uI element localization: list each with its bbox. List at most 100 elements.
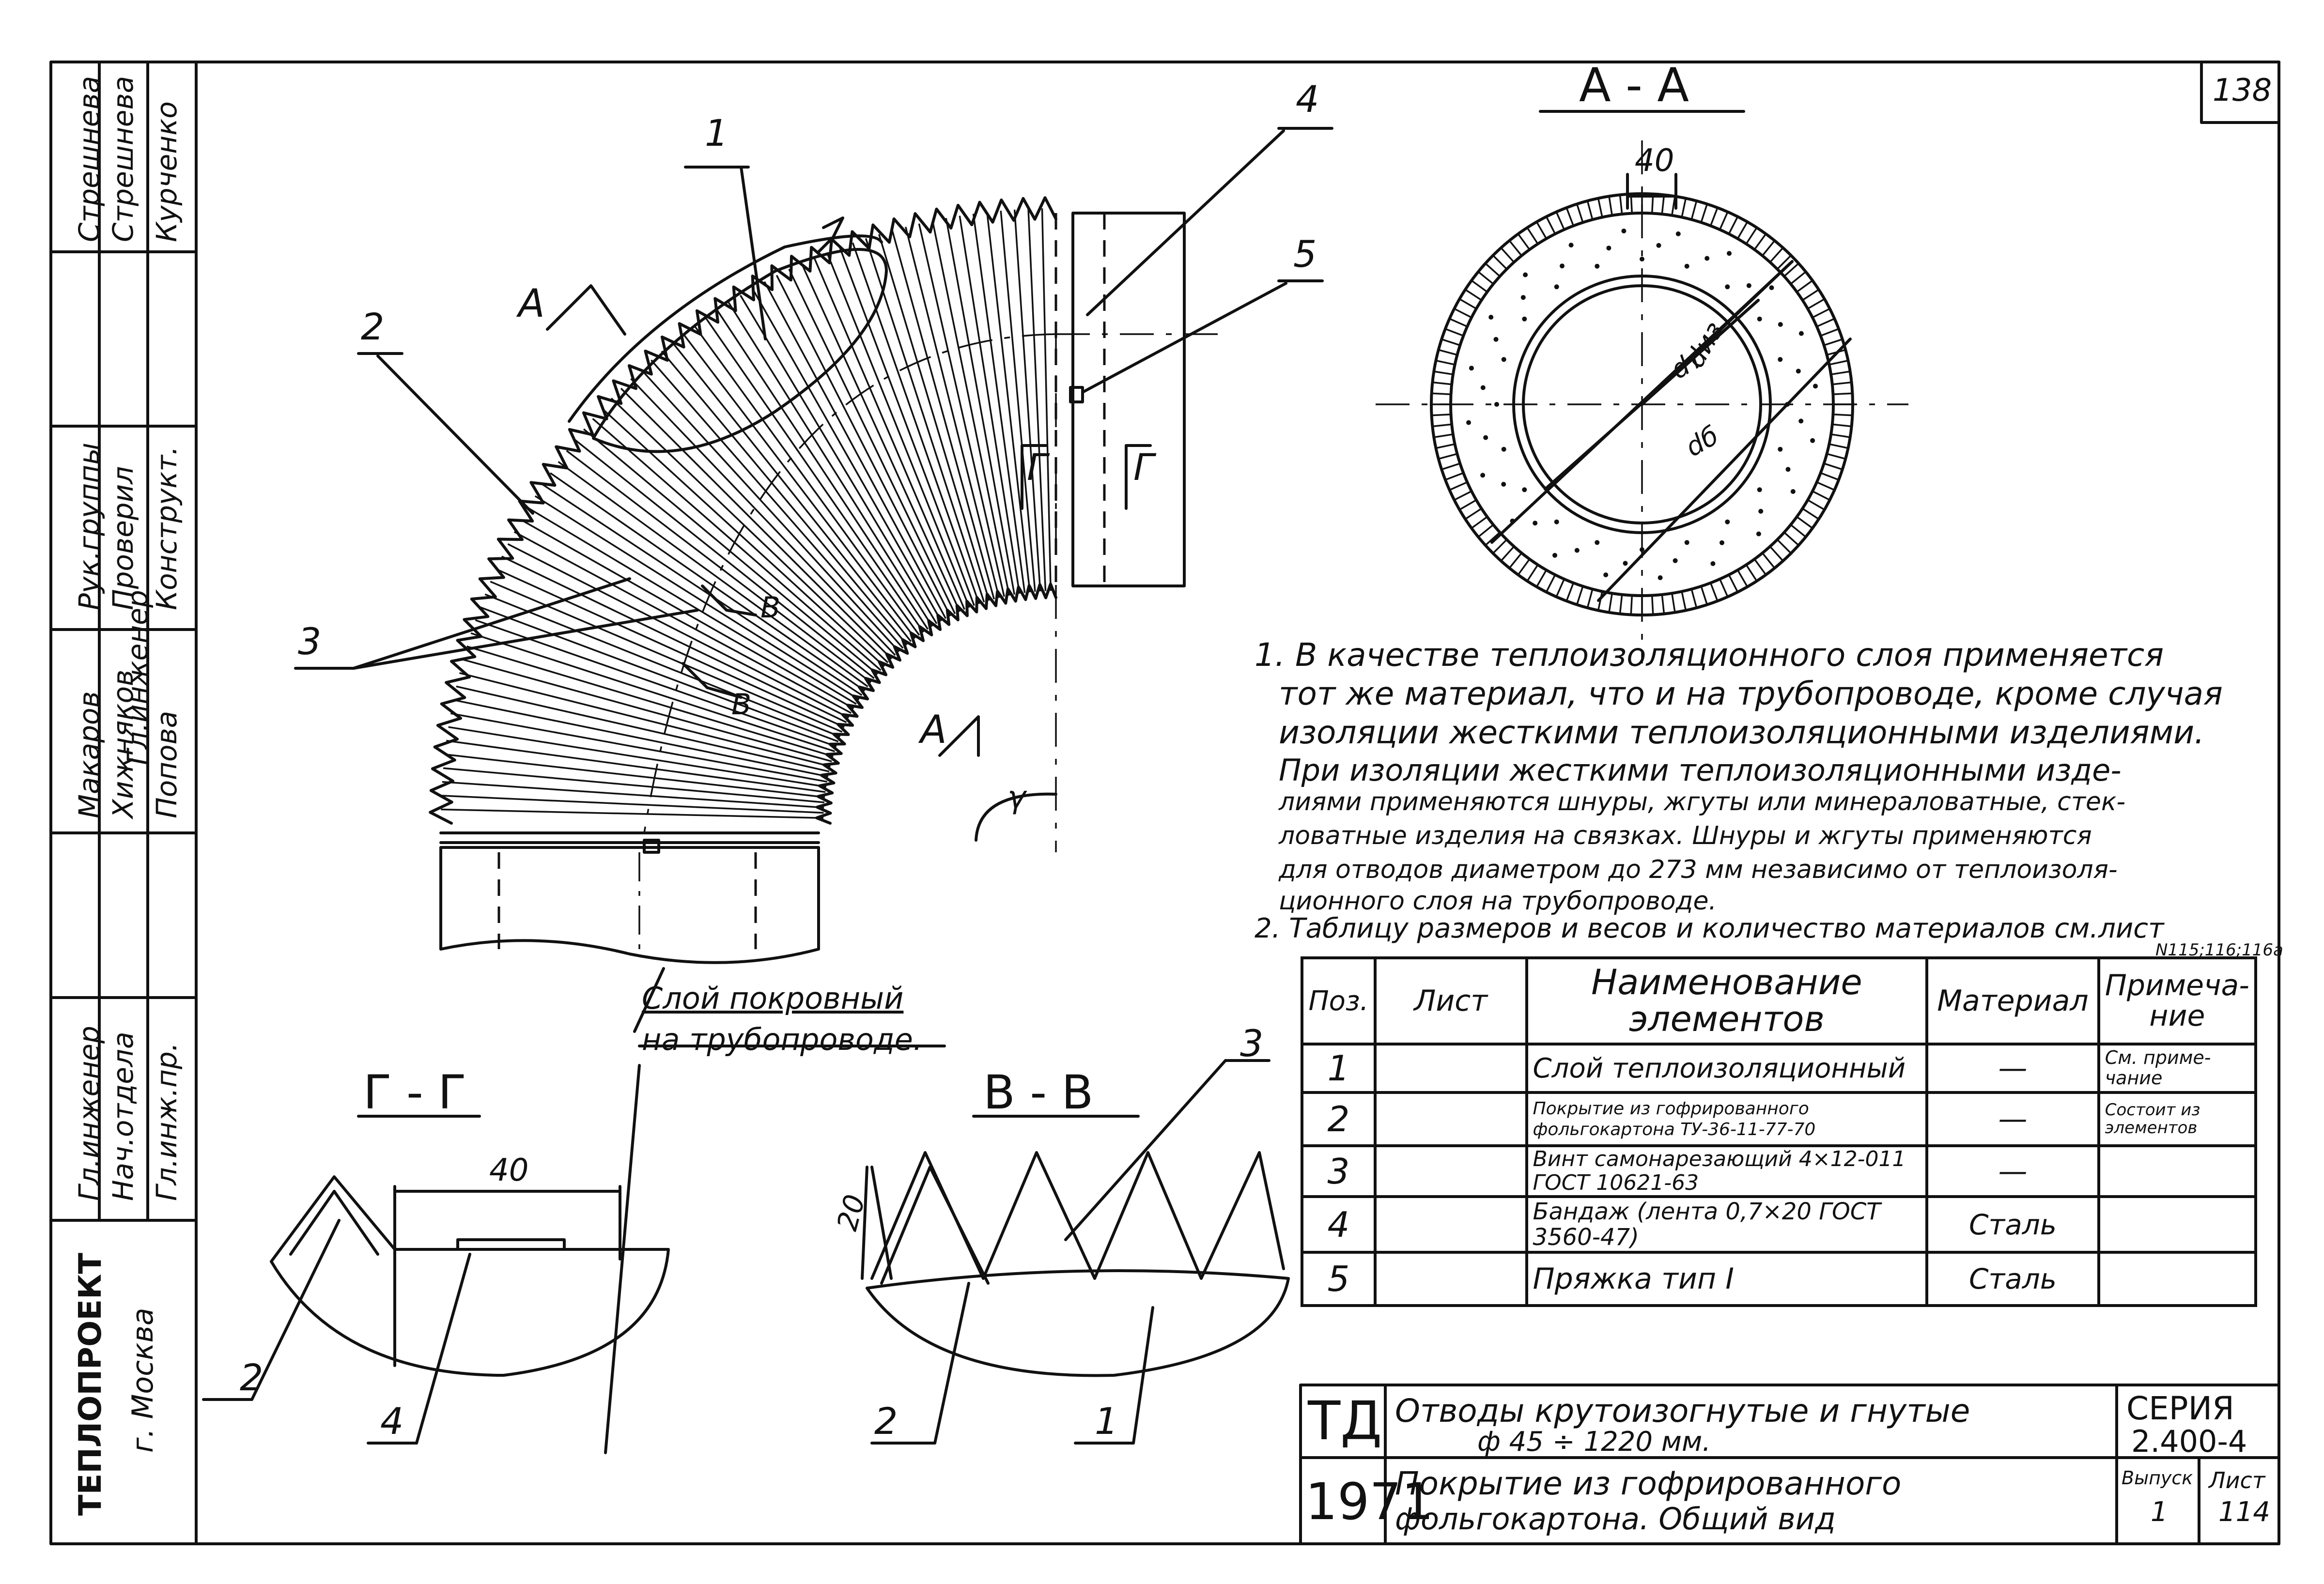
- corrugation-fold-line: [620, 387, 892, 660]
- corrugation-hatch: [1802, 507, 1819, 520]
- stamp-role-gip: Гл.инж.пр.: [150, 1042, 183, 1201]
- corrugation-fold-line: [1013, 209, 1041, 592]
- corrugation-hatch: [1517, 233, 1531, 250]
- corrugation-hatch: [1492, 539, 1507, 554]
- corrugation-hatch: [1436, 443, 1455, 449]
- corrugation-hatch: [1832, 423, 1852, 428]
- corrugation-hatch: [1608, 196, 1613, 216]
- corrugation-hatch: [1508, 240, 1522, 257]
- cut-a-bottom: А: [920, 707, 947, 752]
- corrugation-hatch: [1517, 558, 1531, 575]
- stamp-role-nach: Нач.отдела: [107, 1031, 139, 1201]
- corrugation-hatch: [1820, 328, 1839, 337]
- corrugation-fold-line: [640, 369, 900, 652]
- corrugation-hatch: [1807, 298, 1825, 310]
- corrugation-fold-line: [459, 672, 831, 768]
- corrugation-hatch: [1586, 200, 1594, 220]
- section-aa-view: [1376, 110, 1908, 663]
- corrugation-hatch: [1535, 221, 1548, 239]
- corrugation-hatch: [1465, 289, 1482, 301]
- cover-label-1: Слой покровный: [642, 981, 904, 1016]
- insulation-dot: [1790, 489, 1796, 494]
- corrugation-hatch: [1485, 262, 1501, 277]
- corrugation-hatch: [1827, 453, 1846, 460]
- corrugation-hatch: [1736, 569, 1749, 587]
- insulation-dot: [1533, 521, 1538, 526]
- sheet-label: Лист: [2209, 1467, 2265, 1493]
- insulation-dot: [1483, 435, 1488, 440]
- corrugation-hatch: [1500, 546, 1515, 562]
- insulation-dot: [1769, 285, 1774, 291]
- insulation-dot: [1603, 572, 1609, 578]
- corrugation-hatch: [1802, 289, 1819, 301]
- note-line-1: 1. В качестве теплоизоляционного слоя пр…: [1255, 636, 2164, 674]
- corrugation-hatch: [1436, 359, 1455, 366]
- corrugation-hatch: [1597, 591, 1603, 611]
- insulation-dot: [1704, 256, 1710, 261]
- stamp-city: г. Москва: [126, 1307, 160, 1453]
- corrugation-fold-line: [1041, 208, 1052, 591]
- corrugation-fold-line: [1000, 210, 1036, 592]
- insulation-dot: [1501, 446, 1506, 452]
- corrugation-fold-line: [583, 428, 878, 675]
- corrugation-fold-line: [484, 593, 841, 738]
- callout-4: 4: [1296, 77, 1319, 121]
- corrugation-hatch: [1829, 443, 1848, 449]
- corrugation-hatch: [1690, 589, 1698, 608]
- corrugation-fold-line: [470, 632, 836, 753]
- corrugation-fold-line: [513, 531, 852, 714]
- corrugation-hatch: [1790, 524, 1807, 538]
- corrugation-hatch: [1830, 433, 1850, 438]
- corrugation-fold-line: [444, 754, 825, 799]
- th-material: Материал: [1925, 956, 2100, 1046]
- corrugation-hatch: [1681, 198, 1687, 217]
- corrugation-fold-line: [495, 568, 845, 728]
- corrugation-fold-line: [507, 543, 850, 719]
- corrugation-fold-line: [751, 288, 942, 622]
- corrugation-fold-line: [763, 281, 947, 619]
- corrugation-hatch: [1790, 271, 1807, 285]
- corrugation-hatch: [1555, 579, 1565, 598]
- subtitle-line-1: Покрытие из гофрированного: [1395, 1465, 1902, 1502]
- cover-label-2: на трубопроводе.: [642, 1022, 923, 1057]
- corrugation-hatch: [1807, 499, 1825, 511]
- corrugation-hatch: [1565, 583, 1575, 601]
- insulation-dot: [1554, 519, 1559, 524]
- corrugation-fold-line: [891, 230, 995, 600]
- corrugation-fold-line: [852, 242, 980, 604]
- corrugation-hatch: [1709, 583, 1719, 601]
- note-line-8: ционного слоя на трубопроводе.: [1279, 887, 1717, 916]
- corrugation-hatch: [1753, 558, 1767, 575]
- corrugation-hatch: [1812, 490, 1830, 501]
- insulation-dot: [1675, 231, 1681, 236]
- corrugation-hatch: [1619, 195, 1623, 215]
- callout-5: 5: [1293, 232, 1317, 276]
- title-line-2: ф 45 ÷ 1220 мм.: [1477, 1426, 1711, 1458]
- corrugation-fold-line: [550, 472, 866, 692]
- insulation-dot: [1684, 540, 1689, 545]
- cut-v-top: В: [760, 591, 781, 625]
- corrugation-hatch: [1728, 216, 1739, 234]
- corrugation-hatch: [1555, 211, 1565, 230]
- title-td: ТД: [1308, 1390, 1382, 1452]
- corrugation-fold-line: [442, 781, 824, 809]
- callout-vv-3: 3: [1240, 1022, 1264, 1065]
- corrugation-fold-line: [441, 795, 824, 814]
- insulation-dot: [1560, 263, 1565, 269]
- note-line-10: N115;116;116а: [2155, 940, 2283, 960]
- insulation-dot: [1757, 487, 1762, 492]
- corrugation-fold-line: [931, 220, 1010, 596]
- insulation-dot: [1595, 540, 1600, 545]
- corrugation-fold-line: [501, 555, 847, 723]
- corrugation-hatch: [1762, 552, 1776, 569]
- series-value: 2.400-4: [2131, 1424, 2247, 1459]
- specification-table: Поз. Лист Наименование элементов Материа…: [1301, 956, 2258, 1307]
- table-row: 3 Винт самонарезающий 4×12-011 ГОСТ 1062…: [1301, 1144, 2258, 1198]
- corrugation-hatch: [1777, 255, 1792, 270]
- corrugation-hatch: [1445, 472, 1464, 481]
- dim-gg-40: 40: [489, 1153, 529, 1188]
- corrugation-hatch: [1796, 279, 1813, 293]
- insulation-dot: [1656, 243, 1661, 248]
- th-pos: Поз.: [1301, 956, 1377, 1046]
